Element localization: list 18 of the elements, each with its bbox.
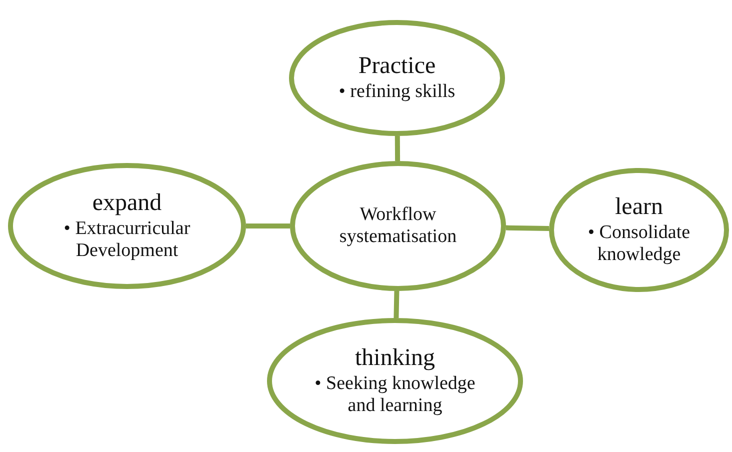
- node-heading: expand: [92, 190, 162, 218]
- node-heading: Practice: [358, 53, 436, 81]
- node-text: • Consolidate knowledge: [586, 222, 692, 266]
- node-text: • Extracurricular Development: [62, 218, 192, 262]
- node-text: • refining skills: [338, 80, 456, 103]
- ellipse-node: [290, 161, 506, 291]
- node-heading: learn: [615, 194, 663, 222]
- ellipse-node: [267, 318, 523, 444]
- node-text: • Seeking knowledge and learning: [314, 372, 476, 417]
- ellipse-node: [8, 163, 246, 289]
- connector-line: [506, 225, 550, 231]
- connector-line: [246, 224, 290, 228]
- node-heading: thinking: [354, 345, 435, 373]
- connector-line: [394, 136, 400, 162]
- connector-line: [394, 290, 400, 318]
- ellipse-node: [549, 168, 729, 292]
- ellipse-node: [289, 20, 505, 136]
- node-text: Workflow systematisation: [338, 204, 458, 248]
